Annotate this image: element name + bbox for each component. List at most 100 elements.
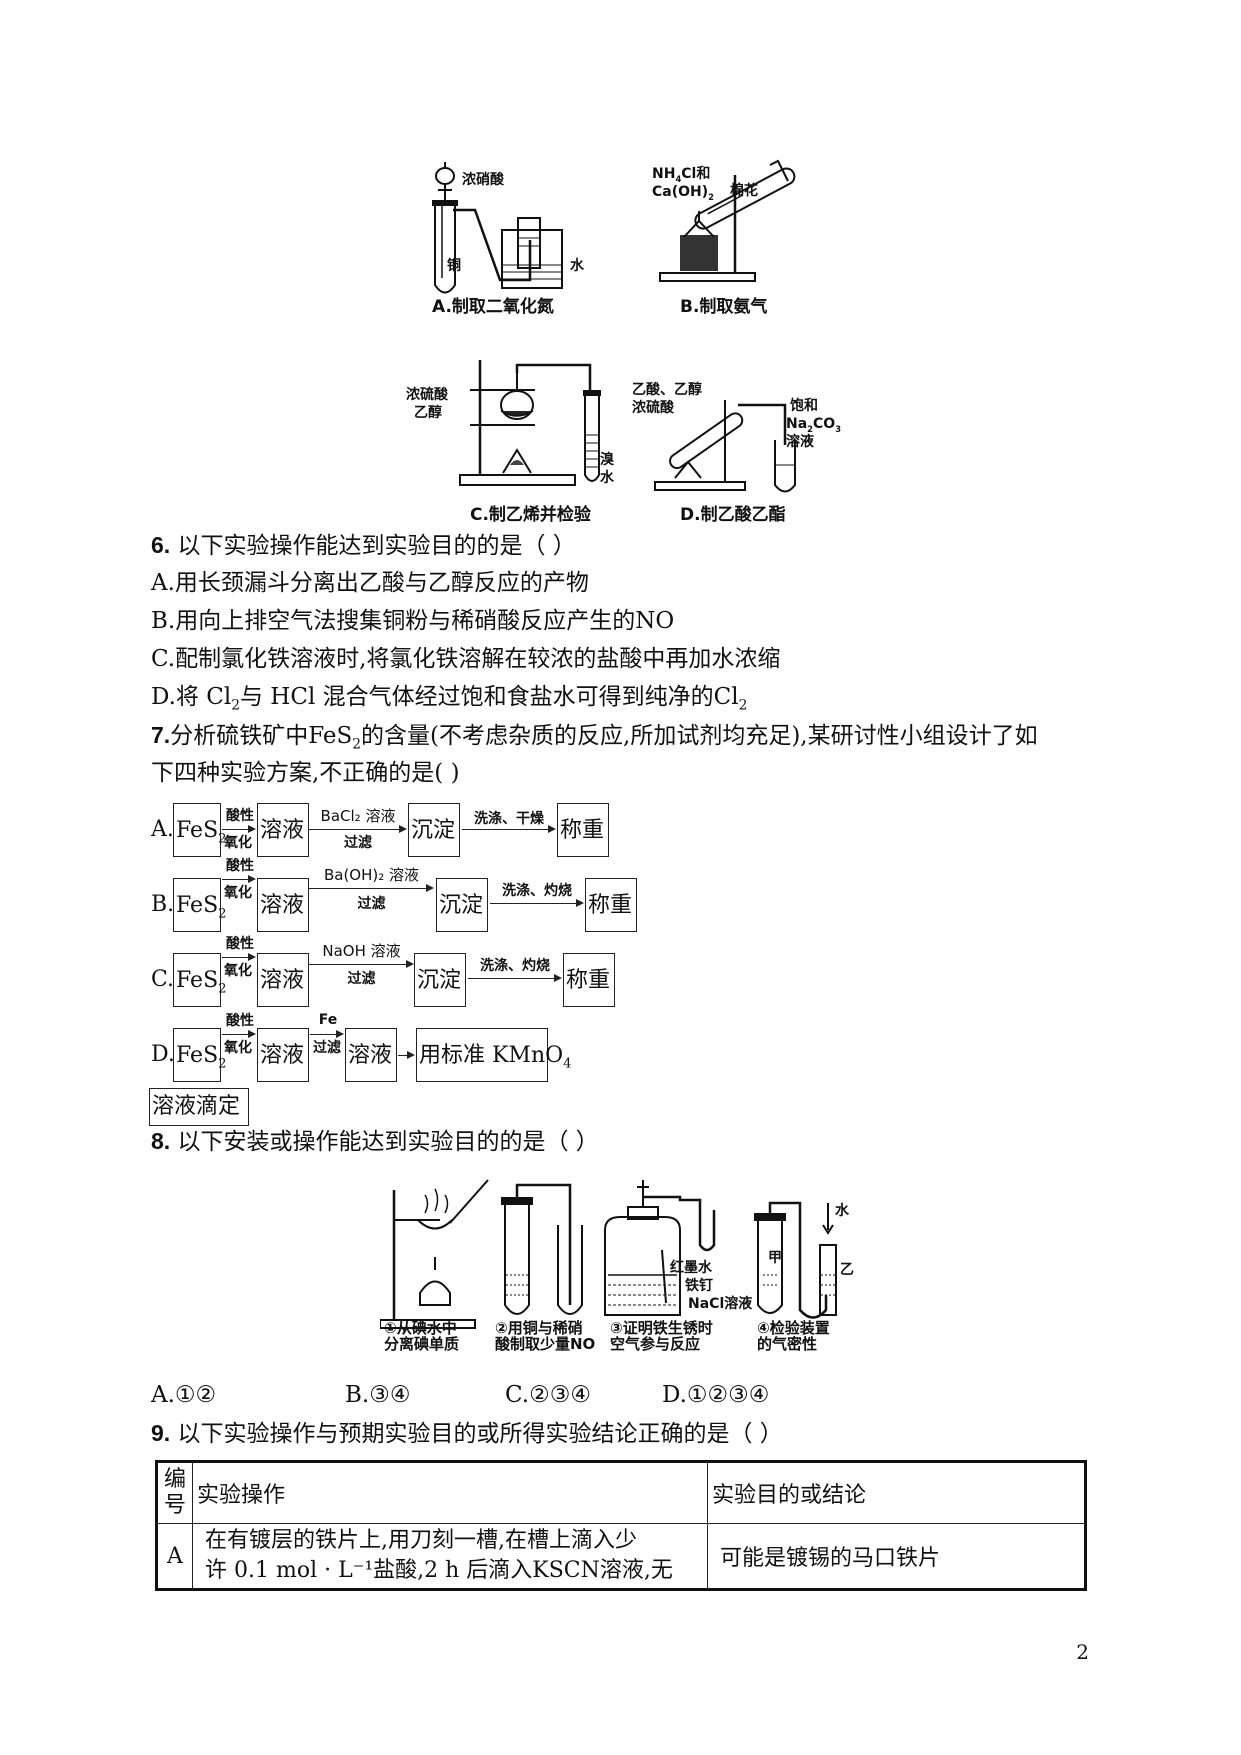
table-row: A 在有镀层的铁片上,用刀刻一槽,在槽上滴入少许 0.1 mol · L⁻¹盐酸… [156, 1523, 1086, 1590]
q8-number: 8. [151, 1128, 171, 1154]
row-label: D. [151, 1042, 175, 1067]
weigh-box: 称重 [557, 803, 609, 857]
reagent-fe: Fe [318, 1012, 338, 1028]
label-na2co3: Na2CO3 [786, 416, 842, 434]
solution-box: 溶液 [257, 803, 309, 857]
label-conc-sulfuric-acid: 浓硫酸 [406, 387, 448, 403]
arrow [222, 875, 256, 883]
header-operation: 实验操作 [192, 1461, 708, 1524]
q6-number: 6. [151, 532, 171, 558]
step-oxidize: 氧化 [224, 1040, 252, 1056]
caption-c-ethylene: C.制乙烯并检验 [470, 505, 591, 525]
page-number: 2 [1076, 1640, 1089, 1664]
arrow [490, 899, 584, 907]
precipitate-box: 沉淀 [436, 878, 488, 932]
q9-number: 9. [151, 1420, 171, 1446]
q8-caption-3: ③证明铁生锈时空气参与反应 [610, 1319, 713, 1353]
q9-stem: 9. 以下实验操作与预期实验目的或所得实验结论正确的是（ ） [151, 1418, 783, 1449]
q7-stem-line2: 下四种实验方案,不正确的是( ) [151, 760, 460, 786]
step-oxidize: 氧化 [224, 885, 252, 901]
q8-option-b: B.③④ [345, 1382, 411, 1408]
step-acid: 酸性 [226, 858, 254, 874]
weigh-box: 称重 [563, 953, 615, 1007]
label-bromine-water: 水 [600, 470, 614, 486]
arrow [310, 1030, 344, 1038]
apparatus-figure-a [432, 162, 563, 294]
caption-a-no2: A.制取二氧化氮 [432, 297, 554, 317]
step-oxidize: 氧化 [224, 835, 252, 851]
titrate-box-tail: 溶液滴定 [149, 1088, 249, 1126]
label-conc-sulfuric-acid-d: 浓硫酸 [632, 400, 674, 416]
precipitate-box: 沉淀 [414, 953, 466, 1007]
fes2-box: FeS2 [173, 1028, 227, 1082]
q6-option-b: B.用向上排空气法搜集铜粉与稀硝酸反应产生的NO [151, 608, 675, 634]
label-conc-nitric-acid: 浓硝酸 [462, 172, 504, 188]
titrate-box: 用标准 KMnO4 [416, 1028, 572, 1082]
header-number: 编号 [156, 1461, 193, 1524]
row-label: C. [151, 967, 175, 992]
label-cotton: 棉花 [730, 183, 758, 199]
reagent: NaOH 溶液 [322, 942, 401, 960]
q9-table: 编号 实验操作 实验目的或结论 A 在有镀层的铁片上,用刀刻一槽,在槽上滴入少许… [155, 1460, 1087, 1591]
filter-label: 过滤 [344, 835, 372, 851]
q6-option-d: D.将 Cl2与 HCl 混合气体经过饱和食盐水可得到纯净的Cl2 [151, 684, 748, 714]
step-acid: 酸性 [226, 1013, 254, 1029]
label-nacl: NaCl溶液 [688, 1296, 753, 1312]
precipitate-box: 沉淀 [408, 803, 460, 857]
arrow [309, 825, 407, 833]
apparatus-figure-c [459, 360, 601, 486]
step-acid: 酸性 [226, 808, 254, 824]
arrow [309, 960, 414, 968]
step3: 洗涤、灼烧 [480, 958, 550, 974]
label-red-ink: 红墨水 [670, 1260, 712, 1276]
arrow [468, 974, 562, 982]
solution-box: 溶液 [257, 1028, 309, 1082]
step-oxidize: 氧化 [224, 963, 252, 979]
q8-stem: 8. 以下安装或操作能达到实验目的的是（ ） [151, 1126, 599, 1157]
filter-label: 过滤 [357, 896, 386, 912]
q6-stem: 6. 以下实验操作能达到实验目的的是（ ） [151, 530, 576, 561]
apparatus-figure-q8 [380, 1179, 837, 1329]
reagent: BaCl₂ 溶液 [320, 807, 396, 825]
label-saturated: 饱和 [790, 398, 818, 414]
label-solution-d: 溶液 [786, 434, 814, 450]
fes2-box: FeS2 [173, 953, 227, 1007]
label-yi: 乙 [840, 1262, 854, 1278]
q8-stem-text: 以下安装或操作能达到实验目的的是（ ） [177, 1129, 599, 1155]
step3: 洗涤、干燥 [474, 811, 544, 827]
q7-number: 7. [151, 722, 171, 748]
row-result: 可能是镀锡的马口铁片 [707, 1523, 1086, 1590]
step3: 洗涤、灼烧 [502, 883, 572, 899]
weigh-box: 称重 [585, 878, 637, 932]
label-water-q8: 水 [835, 1203, 849, 1219]
label-bromine: 溴 [600, 452, 614, 468]
reagent: Ba(OH)₂ 溶液 [323, 866, 420, 884]
q6-option-c: C.配制氯化铁溶液时,将氯化铁溶解在较浓的盐酸中再加水浓缩 [151, 646, 781, 672]
solution-box: 溶液 [257, 953, 309, 1007]
q8-option-c: C.②③④ [505, 1382, 591, 1408]
arrow [222, 825, 256, 833]
arrow [309, 884, 434, 892]
filter-label: 过滤 [347, 971, 376, 987]
label-iron-nail: 铁钉 [685, 1278, 713, 1294]
caption-d-ester: D.制乙酸乙酯 [680, 505, 786, 525]
q7-stem-line1: 7.分析硫铁矿中FeS2的含量(不考虑杂质的反应,所加试剂均充足),某研讨性小组… [151, 722, 1038, 753]
label-water-a: 水 [570, 258, 584, 274]
label-ethanol: 乙醇 [414, 405, 442, 421]
solution-box: 溶液 [257, 878, 309, 932]
q8-caption-4: ④检验装置的气密性 [757, 1319, 830, 1353]
row-operation: 在有镀层的铁片上,用刀刻一槽,在槽上滴入少许 0.1 mol · L⁻¹盐酸,2… [192, 1523, 708, 1590]
apparatus-figure-d [654, 400, 796, 493]
table-header-row: 编号 实验操作 实验目的或结论 [156, 1461, 1086, 1524]
row-id: A [156, 1523, 193, 1590]
q8-option-d: D.①②③④ [662, 1382, 770, 1408]
q8-caption-1: ①从碘水中分离碘单质 [384, 1319, 460, 1353]
caption-b-ammonia: B.制取氨气 [680, 297, 768, 317]
step-acid: 酸性 [226, 936, 254, 952]
arrow [398, 1051, 415, 1059]
arrow [462, 825, 556, 833]
q6-stem-text: 以下实验操作能达到实验目的的是（ ） [177, 533, 576, 559]
filter-label: 过滤 [313, 1040, 341, 1056]
label-caoh2: Ca(OH)2 [652, 184, 714, 202]
label-jia: 甲 [768, 1250, 782, 1266]
